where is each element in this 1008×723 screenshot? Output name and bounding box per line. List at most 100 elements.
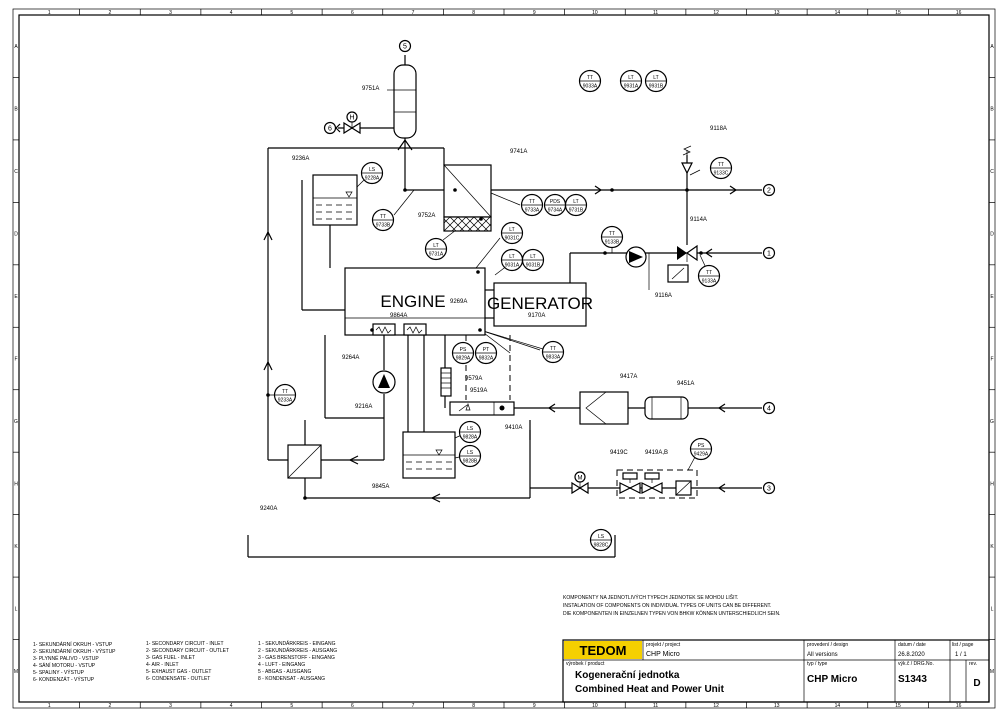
type-value: CHP Micro xyxy=(807,674,857,685)
instrument-type: TT xyxy=(550,346,556,352)
instrument-number: 9931A xyxy=(624,84,639,90)
tag-9845a: 9845A xyxy=(372,484,389,490)
instrument-type: PT xyxy=(483,347,489,353)
tag-9170a: 9170A xyxy=(528,313,545,319)
svg-text:8 - KONDENSAT - AUSGANG: 8 - KONDENSAT - AUSGANG xyxy=(258,676,325,682)
tag-9579a: 9579A xyxy=(465,376,482,382)
drawing-number: S1343 xyxy=(898,674,927,685)
svg-text:1- SECONDARY CIRCUIT - INLET: 1- SECONDARY CIRCUIT - INLET xyxy=(146,641,224,647)
border-row-left: K xyxy=(14,544,18,550)
border-col-bottom: 4 xyxy=(230,703,233,709)
border-col-top: 7 xyxy=(412,10,415,16)
instrument-type: PDS xyxy=(550,199,561,205)
instrument-type: LS xyxy=(369,167,376,173)
svg-text:4- SÁNÍ MOTORU - VSTUP: 4- SÁNÍ MOTORU - VSTUP xyxy=(33,662,96,669)
connector-3 xyxy=(762,481,776,495)
instrument-number: 9031B xyxy=(526,263,541,269)
border-col-top: 10 xyxy=(592,10,598,16)
svg-text:3: 3 xyxy=(767,486,771,493)
border-row-right: D xyxy=(990,232,994,238)
instrument-number: 9828B xyxy=(463,459,478,465)
border-row-right: M xyxy=(990,669,994,675)
border-row-right: K xyxy=(990,544,994,550)
tag-9752a: 9752A xyxy=(418,213,435,219)
svg-text:výk.č / DRG.No.: výk.č / DRG.No. xyxy=(898,661,934,667)
tag-9118a: 9118A xyxy=(710,126,727,132)
instrument-number: 9133B xyxy=(605,240,620,246)
svg-text:rev.: rev. xyxy=(969,661,977,667)
title-cz: Kogenerační jednotka xyxy=(575,670,680,681)
instrument-type: LS xyxy=(467,450,474,456)
tag-9451a: 9451A xyxy=(677,381,694,387)
svg-text:M: M xyxy=(578,476,583,482)
tag-9419c: 9419C xyxy=(610,450,628,456)
instrument-type: PS xyxy=(698,443,705,449)
border-col-top: 12 xyxy=(713,10,719,16)
svg-text:4- AIR - INLET: 4- AIR - INLET xyxy=(146,662,179,668)
instrument-ls9228a: LS 9228A xyxy=(360,161,384,185)
border-row-right: A xyxy=(990,44,994,50)
border-col-top: 6 xyxy=(351,10,354,16)
svg-text:TEDOM: TEDOM xyxy=(580,643,627,658)
border-col-bottom: 3 xyxy=(169,703,172,709)
instrument-type: LT xyxy=(509,227,514,233)
instrument-number: 9833A xyxy=(546,355,561,361)
tag-9419ab: 9419A,B xyxy=(645,450,668,456)
legend: 1- SEKUNDÁRNÍ OKRUH - VSTUP 2- SEKUNDÁRN… xyxy=(33,640,337,683)
instrument-number: 9228A xyxy=(365,176,380,182)
tag-9417a: 9417A xyxy=(620,374,637,380)
border-col-top: 3 xyxy=(169,10,172,16)
border-row-left: F xyxy=(14,357,17,363)
note-de: DIE KOMPONENTEN IN EINZELNEN TYPEN VON B… xyxy=(563,610,780,617)
instrument-type: LT xyxy=(573,199,578,205)
border-row-right: E xyxy=(990,294,994,300)
connector-2 xyxy=(762,183,776,197)
instrument-type: LS xyxy=(467,426,474,432)
border-col-bottom: 15 xyxy=(895,703,901,709)
svg-text:3- PLYNNÉ PALIVO - VSTUP: 3- PLYNNÉ PALIVO - VSTUP xyxy=(33,655,99,662)
border-row-left: A xyxy=(14,44,18,50)
svg-text:výrobek / product: výrobek / product xyxy=(566,661,605,667)
instrument-number: 9133A xyxy=(702,279,717,285)
instrument-number: 9731A xyxy=(429,252,444,258)
border-col-bottom: 7 xyxy=(412,703,415,709)
instrument-number: 9832A xyxy=(479,356,494,362)
air-intake-silencer xyxy=(644,396,689,420)
border-col-top: 5 xyxy=(290,10,293,16)
svg-text:4: 4 xyxy=(767,406,771,413)
svg-text:6- KONDENZÁT - VÝSTUP: 6- KONDENZÁT - VÝSTUP xyxy=(33,676,95,683)
instrument-type: PS xyxy=(460,347,467,353)
tag-9264a: 9264A xyxy=(342,355,359,361)
svg-text:1 - SEKUNDÄRKREIS - EINGANG: 1 - SEKUNDÄRKREIS - EINGANG xyxy=(258,640,336,647)
instrument-type: TT xyxy=(587,75,593,81)
svg-text:projekt / project: projekt / project xyxy=(646,642,681,648)
svg-text:datum / date: datum / date xyxy=(898,642,926,648)
instrument-number: 9733A xyxy=(525,208,540,214)
border-row-left: C xyxy=(14,169,18,175)
motorised-gas-valve xyxy=(574,471,586,483)
border-col-bottom: 10 xyxy=(592,703,598,709)
svg-text:5- SPALINY - VÝSTUP: 5- SPALINY - VÝSTUP xyxy=(33,669,85,676)
border-col-bottom: 12 xyxy=(713,703,719,709)
border-col-top: 11 xyxy=(653,10,658,16)
border-row-right: C xyxy=(990,169,994,175)
border-row-left: M xyxy=(14,669,18,675)
tag-9114a: 9114A xyxy=(690,217,707,223)
instrument-number: 9731B xyxy=(569,208,584,214)
instrument-type: TT xyxy=(282,389,288,395)
border-row-left: D xyxy=(14,232,18,238)
instrument-number: 9828C xyxy=(594,543,609,549)
svg-text:1: 1 xyxy=(767,251,771,258)
equipment-tags: 9751A 9236A 9741A 9752A 9118A 9114A 9116… xyxy=(260,86,727,512)
tedom-logo xyxy=(564,641,642,659)
note-en: INSTALATION OF COMPONENTS ON INDIVIDUAL … xyxy=(563,603,771,609)
